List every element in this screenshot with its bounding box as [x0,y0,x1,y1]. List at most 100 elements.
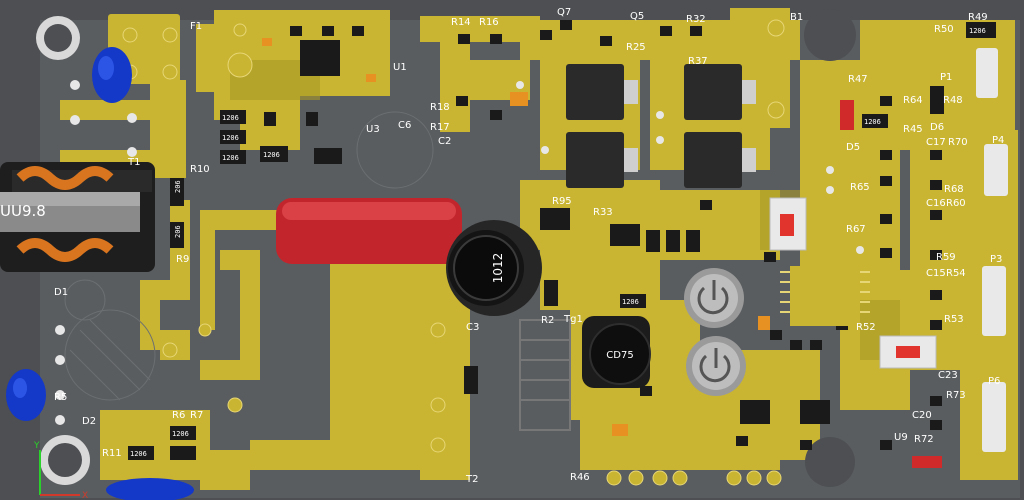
silkscreen-labels: F1 T1 T2 U1 U3 B1 R14 R16 R18 R17 R10 R9… [54,7,1004,485]
label-R11: R11 [102,448,122,459]
smd-marking-6: 1206 [969,27,986,35]
label-R59: R59 [936,252,956,263]
label-U1: U1 [393,62,407,73]
film-capacitor-red[interactable] [276,198,462,264]
label-R73: R73 [946,390,966,401]
label-P6: P6 [988,376,1000,387]
label-R68: R68 [944,184,964,195]
smd-marking-8: 1206 [172,430,189,438]
label-R33: R33 [593,207,613,218]
component-markings: UU9.8 1012 CD75 1206 1206 1206 1206 1206… [0,27,986,458]
transformer-t1[interactable] [0,162,155,272]
label-R47: R47 [848,74,868,85]
y-capacitor-bottom-left[interactable] [6,369,46,421]
diode-bottom [912,456,942,468]
label-R10: R10 [190,164,210,175]
label-C6: C6 [398,120,411,131]
label-C23: C23 [938,370,958,381]
smd-marking-7: 1206 [622,298,639,306]
label-R46: R46 [570,472,590,483]
label-C16: C16 [926,198,946,209]
label-B1: B1 [790,12,803,23]
axis-gizmo: Y X [33,441,88,500]
y-capacitor-bottom[interactable] [106,478,194,500]
label-F1: F1 [190,21,202,32]
label-Q5: Q5 [630,11,644,22]
smd-marking-10: 206 [174,180,182,193]
label-R25: R25 [626,42,646,53]
label-R67: R67 [846,224,866,235]
label-Tg1: Tg1 [563,314,583,325]
label-D5: D5 [846,142,860,153]
label-D1: D1 [54,287,68,298]
diode-d5 [840,100,854,130]
label-C15: C15 [926,268,946,279]
label-R9: R9 [176,254,189,265]
label-C3: C3 [466,322,479,333]
label-R49: R49 [968,12,988,23]
axis-y-label: Y [33,441,40,451]
label-R50: R50 [934,24,954,35]
connectors [976,48,1008,452]
axis-x-label: X [82,491,88,500]
tactile-switch-top[interactable] [769,197,807,251]
inductor-cd75-marking: CD75 [606,350,633,361]
smd-marking-3: 1206 [222,154,239,162]
mosfet-tabs [624,80,756,172]
label-R45: R45 [903,124,923,135]
label-U9: U9 [894,432,908,443]
transformer-marking: UU9.8 [0,202,46,220]
label-R60: R60 [946,198,966,209]
orange-capacitors [262,38,770,436]
label-R48: R48 [943,95,963,106]
label-R65: R65 [850,182,870,193]
y-capacitor-top[interactable] [92,47,132,103]
mcu-chip [780,266,870,326]
transformer-t2-outline [519,319,571,431]
inductor-cd75[interactable] [582,316,651,388]
tactile-switch-bottom[interactable] [879,335,937,369]
electrolytic-capacitor-bottom[interactable] [686,336,746,396]
electrolytic-capacitor-top[interactable] [684,268,744,328]
thermal-hatching [64,111,434,401]
label-R70: R70 [948,137,968,148]
label-R5: R5 [54,392,67,403]
label-R54: R54 [946,268,966,279]
smd-marking-2: 1206 [222,134,239,142]
inductor-1012-marking: 1012 [491,253,505,284]
small-vias [55,80,864,425]
label-R52: R52 [856,322,876,333]
smd-marking-11: 206 [174,225,182,238]
label-D2: D2 [82,416,96,427]
smd-marking-4: 1206 [263,151,280,159]
label-R18: R18 [430,102,450,113]
smd-resistors [128,22,996,460]
label-R2: R2 [541,315,554,326]
label-R72: R72 [914,434,934,445]
label-R16: R16 [479,17,499,28]
label-P4: P4 [992,135,1004,146]
label-P3: P3 [990,254,1002,265]
label-C2: C2 [438,136,451,147]
label-R95: R95 [552,196,572,207]
mosfets [566,64,742,188]
label-Q7: Q7 [557,7,571,18]
label-P1: P1 [940,72,952,83]
label-T2: T2 [465,474,478,485]
mounting-holes [36,9,856,487]
label-T1: T1 [127,157,140,168]
label-R14: R14 [451,17,471,28]
label-R7: R7 [190,410,203,421]
inductor-1012[interactable] [446,220,542,316]
smd-marking-5: 1206 [864,118,881,126]
label-U3: U3 [366,124,380,135]
label-C17: C17 [926,137,946,148]
smd-marking-1: 1206 [222,114,239,122]
label-D6: D6 [930,122,944,133]
label-R64: R64 [903,95,923,106]
label-R6: R6 [172,410,185,421]
label-R53: R53 [944,314,964,325]
label-R37: R37 [688,56,708,67]
